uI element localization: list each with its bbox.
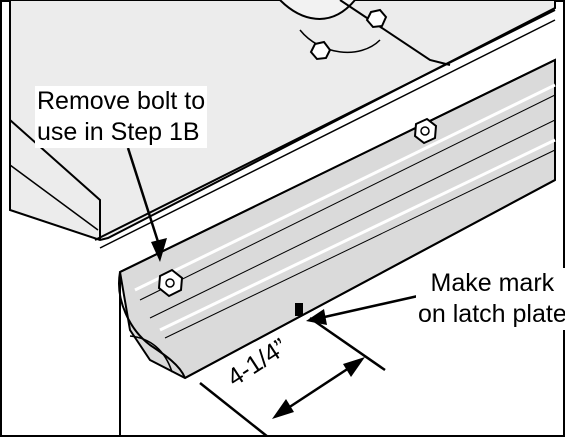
- dim-extension-right: [309, 316, 386, 372]
- rail-top-edge-2: [99, 19, 556, 249]
- mark-leader-line: [319, 294, 419, 320]
- top-nut-1: [365, 8, 388, 29]
- make-mark-callout-line2: on latch plate: [418, 300, 565, 328]
- dimension-line: [284, 364, 353, 412]
- mark-leader-arrowhead: [306, 309, 327, 325]
- bolt-leader-line: [126, 147, 162, 249]
- panel-inner-line: [9, 164, 99, 231]
- plate-bottom-edge: [184, 179, 556, 379]
- rail-top-edge: [94, 9, 556, 241]
- bolt-leader-arrowhead: [151, 238, 167, 262]
- remove-bolt-callout-line2: use in Step 1B: [37, 118, 200, 146]
- dim-arrow-right: [343, 357, 365, 377]
- plate-highlight: [134, 83, 556, 292]
- bracket-curve: [299, 29, 381, 53]
- top-nut-2: [309, 40, 332, 61]
- bolt-to-remove: [157, 268, 184, 298]
- latch-mark: [295, 303, 303, 316]
- remove-bolt-callout-line1: Remove bolt to: [37, 87, 206, 115]
- dim-extension-left: [199, 382, 269, 437]
- make-mark-callout-line1: Make mark: [430, 269, 555, 297]
- second-bolt: [413, 117, 438, 145]
- make-mark-callout: Make mark on latch plate: [416, 268, 565, 330]
- upper-bracket: [279, 0, 356, 20]
- dim-arrow-left: [272, 399, 294, 419]
- remove-bolt-callout: Remove bolt to use in Step 1B: [35, 86, 208, 148]
- top-panel: [9, 0, 556, 242]
